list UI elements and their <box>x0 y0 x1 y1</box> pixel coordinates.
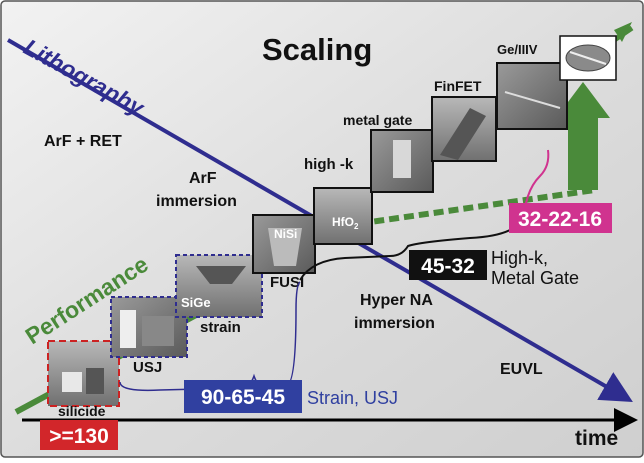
usj-image-detail <box>120 310 136 348</box>
technique-usj: USJ <box>133 359 162 376</box>
time-axis-label: time <box>575 427 618 450</box>
technique-high-k: high -k <box>304 156 354 173</box>
technique-sige: SiGe <box>181 295 211 310</box>
ge-iiiv-image-detail <box>504 91 561 109</box>
node-32-label: 32-22-16 <box>518 208 602 231</box>
performance-arrowhead <box>614 22 632 42</box>
stage-arf-immersion-1: ArF <box>189 170 217 187</box>
hfo2-image <box>313 187 373 245</box>
node-45-brace <box>299 219 523 281</box>
node-90-label: 90-65-45 <box>201 386 285 409</box>
node-130-label: >=130 <box>49 425 109 448</box>
technique-fusi: FUSI <box>270 274 304 291</box>
performance-up-arrow <box>556 82 610 190</box>
stage-arf-immersion-2: immersion <box>156 193 237 210</box>
technique-hfo2: HfO2 <box>332 215 359 231</box>
stage-hyper-na-1: Hyper NA <box>360 292 433 309</box>
stage-arf-ret: ArF + RET <box>44 133 122 150</box>
metal-gate-image-detail <box>393 140 411 178</box>
stage-euvl: EUVL <box>500 361 543 378</box>
node-90-box <box>184 380 302 413</box>
silicide-image-detail <box>62 372 82 392</box>
node-45-label: 45-32 <box>421 255 475 278</box>
page-title: Scaling <box>262 32 372 67</box>
technique-metal-gate: metal gate <box>343 112 412 128</box>
node-45-box <box>409 250 487 280</box>
silicide-image-detail-2 <box>86 368 104 394</box>
node-90-desc: Strain, USJ <box>307 388 398 408</box>
node-32-box <box>509 203 612 233</box>
ge-iiiv-image <box>496 62 568 130</box>
silicide-image <box>47 340 120 407</box>
node-45-desc-2: Metal Gate <box>491 268 579 288</box>
nanowire-image-detail-2 <box>569 51 607 65</box>
stage-hyper-na-2: immersion <box>354 315 435 332</box>
node-45-desc-1: High-k, <box>491 248 548 268</box>
finfet-image-detail <box>440 108 486 160</box>
usj-image-detail-2 <box>142 316 174 346</box>
technique-nisi: NiSi <box>274 227 297 241</box>
technique-strain: strain <box>200 319 241 336</box>
technique-finfet: FinFET <box>434 78 482 94</box>
nisi-image-detail <box>268 228 302 266</box>
technique-ge-iiiv: Ge/IIIV <box>497 42 538 57</box>
technique-silicide: silicide <box>58 403 106 419</box>
sige-image-detail <box>196 266 246 284</box>
node-130-box <box>40 420 118 450</box>
sige-image <box>175 254 263 318</box>
